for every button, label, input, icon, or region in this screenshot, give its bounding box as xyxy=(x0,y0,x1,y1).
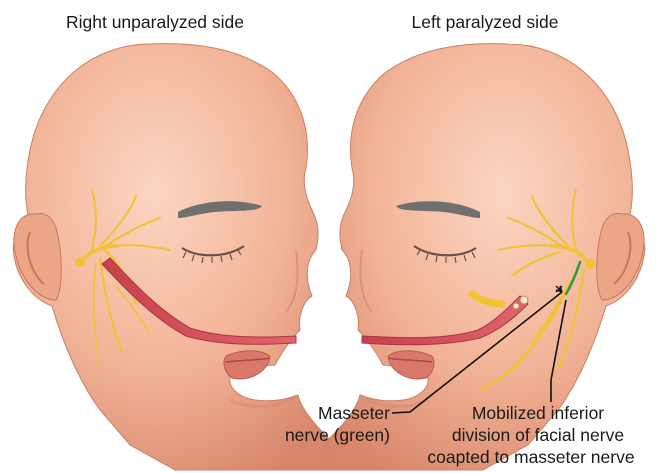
right-lips xyxy=(388,351,434,379)
left-panel-title: Right unparalyzed side xyxy=(30,12,280,32)
mobilized-label-line1: Mobilized inferior xyxy=(418,403,658,423)
right-panel-title: Left paralyzed side xyxy=(370,12,600,32)
left-ear xyxy=(14,214,61,300)
masseter-label-line2: nerve (green) xyxy=(260,425,390,445)
mobilized-label-line3: coapted to masseter nerve xyxy=(404,447,658,467)
right-ear xyxy=(597,214,644,300)
mobilized-label-line2: division of facial nerve xyxy=(418,425,658,445)
left-lips xyxy=(224,351,270,379)
masseter-label-line1: Masseter xyxy=(270,403,390,423)
